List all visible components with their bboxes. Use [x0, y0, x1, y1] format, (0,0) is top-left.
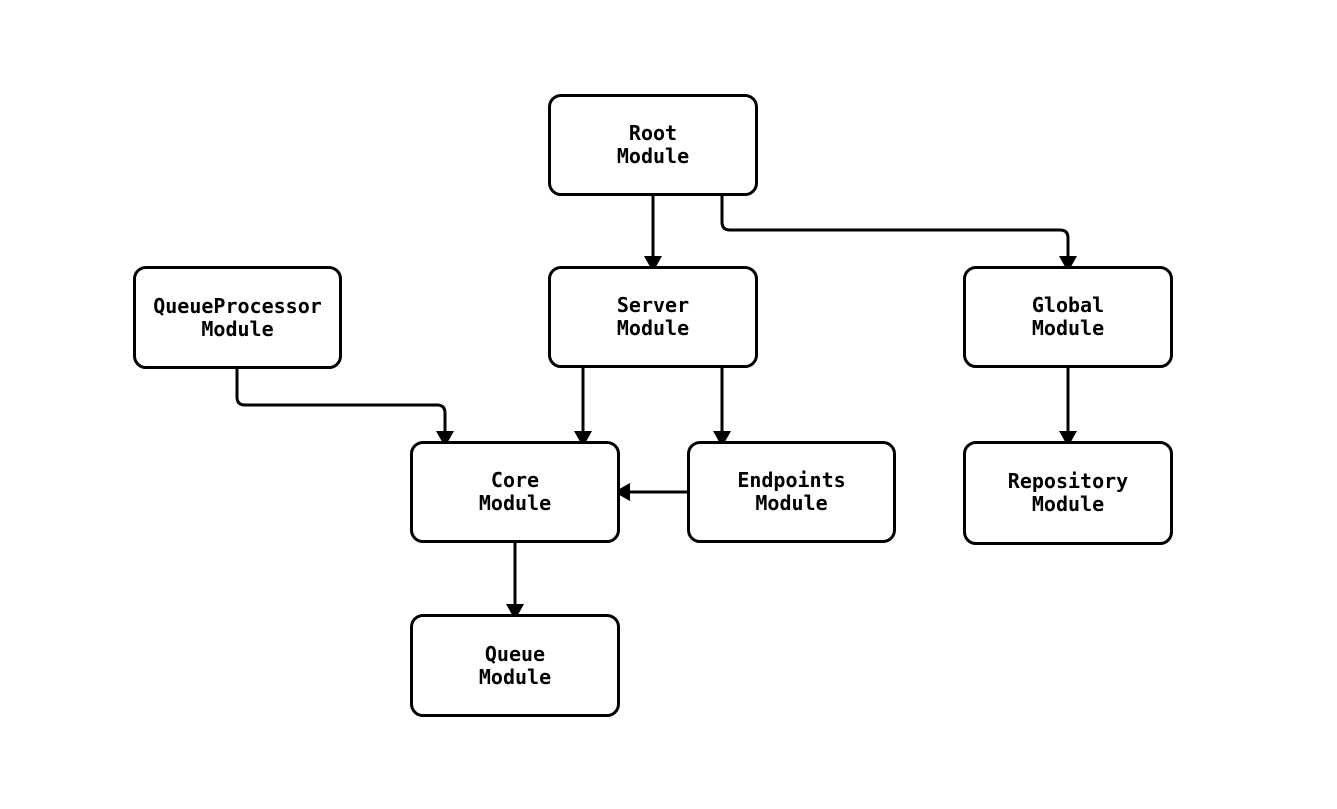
endpoints-module-label-line2: Module — [755, 491, 828, 515]
core-module-label-line2: Module — [478, 491, 552, 515]
server-module-label-line1: Server — [616, 293, 690, 317]
queue-module-label-line2: Module — [478, 664, 552, 689]
server-module-label-line2: Module — [616, 316, 690, 340]
queueprocessor-module-label-line1: QueueProcessor — [153, 293, 322, 318]
edge-core-to-queue — [506, 543, 524, 620]
endpoints-module-label-line1: Endpoints — [737, 468, 846, 492]
edge-root-to-server — [644, 196, 662, 272]
edge-endpoints-to-core — [614, 483, 687, 501]
root-module-label-line2: Module — [616, 144, 690, 168]
edge-queueprocessor-to-core — [235, 369, 454, 447]
edge-server-to-endpoints — [713, 368, 731, 447]
edge-global-to-repository — [1059, 368, 1077, 447]
queueprocessor-module-label-line2: Module — [201, 316, 274, 341]
edge-server-to-core — [574, 368, 592, 447]
queue-module-label-line1: Queue — [484, 641, 546, 666]
global-module-label-line2: Module — [1031, 316, 1105, 340]
repository-module-label-line1: Repository — [1007, 469, 1129, 493]
repository-module-label-line2: Module — [1031, 492, 1105, 516]
core-module-label-line1: Core — [490, 468, 540, 492]
edge-root-to-global — [720, 196, 1077, 272]
root-module-label-line1: Root — [628, 121, 678, 145]
global-module-label-line1: Global — [1031, 293, 1105, 317]
